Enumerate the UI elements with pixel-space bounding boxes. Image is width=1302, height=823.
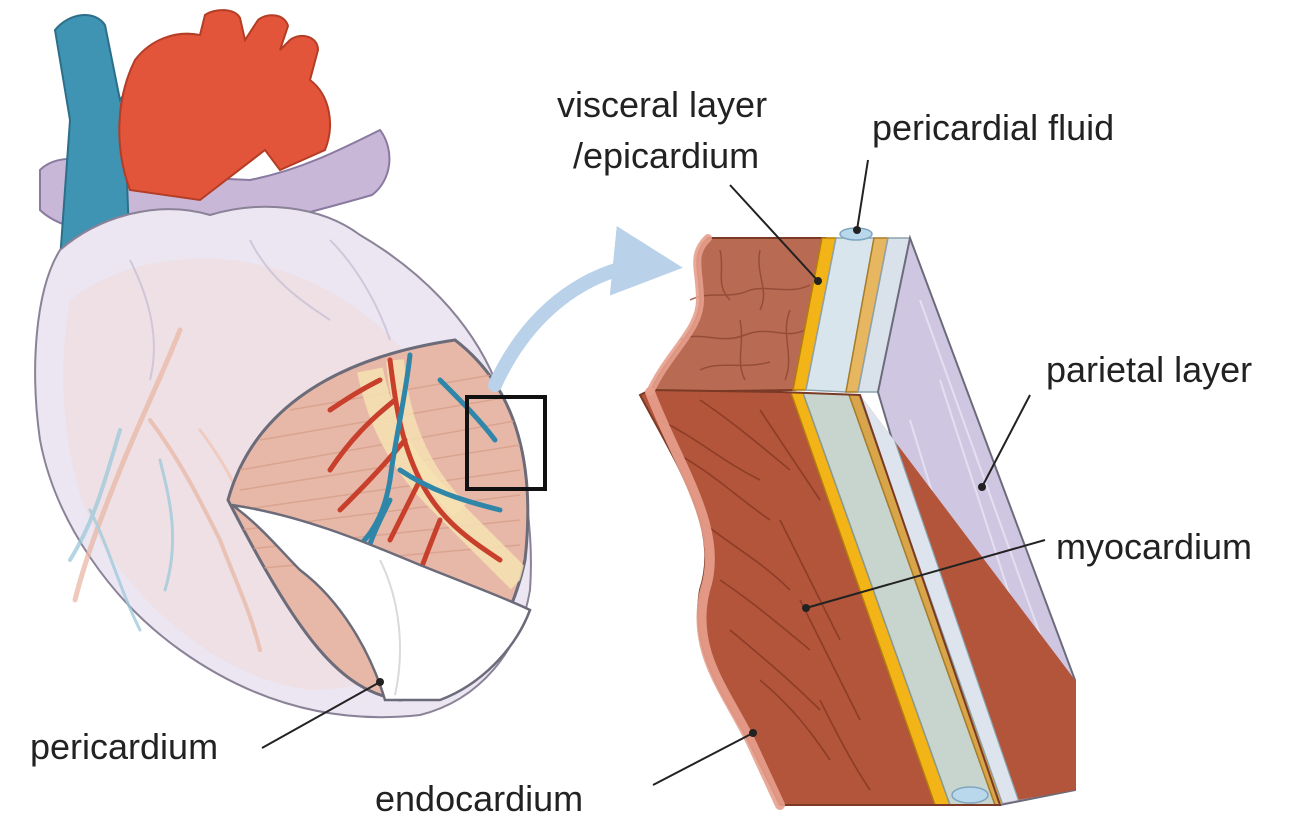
label-parietal-layer: parietal layer bbox=[1046, 349, 1252, 390]
label-pericardial-fluid: pericardial fluid bbox=[872, 107, 1114, 148]
label-endocardium: endocardium bbox=[375, 778, 583, 818]
label-myocardium: myocardium bbox=[1056, 526, 1252, 567]
label-visceral-layer: visceral layer bbox=[557, 84, 767, 125]
heart-wall-cross-section bbox=[640, 228, 1100, 810]
heart-illustration bbox=[35, 10, 545, 717]
label-epicardium: /epicardium bbox=[573, 135, 759, 176]
label-pericardium: pericardium bbox=[30, 726, 218, 767]
zoom-arrow bbox=[495, 265, 655, 385]
